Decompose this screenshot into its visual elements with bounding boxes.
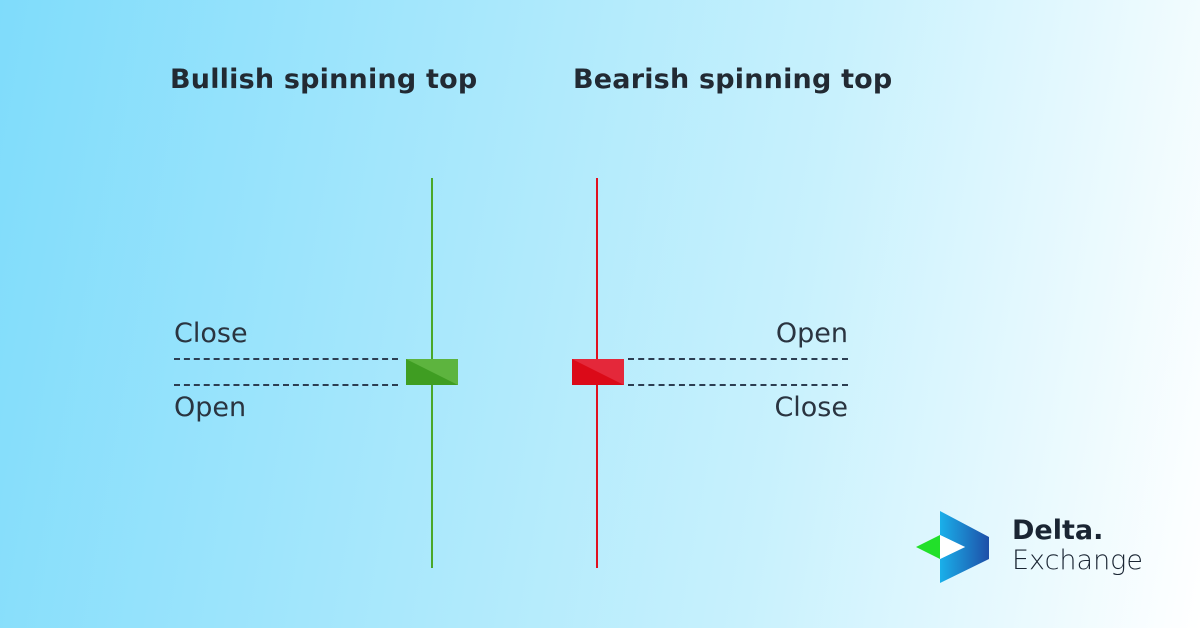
bearish-open-line xyxy=(628,358,848,360)
bullish-open-label: Open xyxy=(174,392,247,423)
logo-line1: Delta. xyxy=(1012,515,1104,546)
bearish-close-label: Close xyxy=(774,392,848,423)
bullish-close-label: Close xyxy=(174,318,248,349)
bullish-candle-body xyxy=(406,359,458,385)
bullish-close-line xyxy=(174,358,398,360)
bullish-open-line xyxy=(174,384,398,386)
bearish-open-label: Open xyxy=(775,318,848,349)
bullish-title: Bullish spinning top xyxy=(170,64,478,95)
bearish-close-line xyxy=(628,384,848,386)
bearish-title: Bearish spinning top xyxy=(573,64,893,95)
logo-line2: Exchange xyxy=(1012,545,1143,576)
bearish-candle-body xyxy=(572,359,624,385)
